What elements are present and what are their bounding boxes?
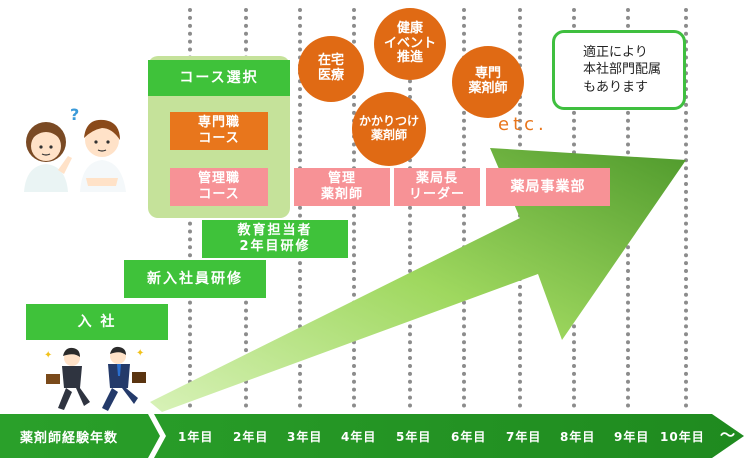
year-tick-label: 10年目 xyxy=(660,430,705,444)
year-tick-label: 5年目 xyxy=(396,430,432,444)
svg-text:✦: ✦ xyxy=(44,350,52,361)
continuation-tilde: 〜 xyxy=(720,426,736,444)
year-tick-label: 2年目 xyxy=(233,430,269,444)
running-businesspeople-illustration: ✦ ✦ xyxy=(44,346,146,411)
course-select-box: コース選択 xyxy=(148,60,290,96)
new-employee-training-box: 新入社員研修 xyxy=(124,260,266,298)
year-tick-label: 3年目 xyxy=(287,430,323,444)
health-event-circle: 健康 イベント 推進 xyxy=(374,8,446,80)
specialist-pharmacist-circle: 専門 薬剤師 xyxy=(452,46,524,118)
manager-pharmacist-box: 管理 薬剤師 xyxy=(294,168,390,206)
pharmacy-division-box: 薬局事業部 xyxy=(486,168,610,206)
year-guide-line xyxy=(352,8,356,408)
manager-course-box: 管理職 コース xyxy=(170,168,268,206)
svg-text:✦: ✦ xyxy=(136,348,144,359)
year-guide-line xyxy=(684,8,688,408)
specialist-course-box: 専門職 コース xyxy=(170,112,268,150)
year-guide-line xyxy=(408,8,412,408)
thinking-people-illustration: ? xyxy=(24,105,126,192)
year-guide-line xyxy=(298,8,302,408)
home-care-circle: 在宅 医療 xyxy=(298,36,364,102)
year-tick-label: 4年目 xyxy=(341,430,377,444)
education-training-box: 教育担当者 2年目研修 xyxy=(202,220,348,258)
year-tick-label: 9年目 xyxy=(614,430,650,444)
year-tick-label: 6年目 xyxy=(451,430,487,444)
year-tick-label: 7年目 xyxy=(506,430,542,444)
family-pharmacist-circle: かかりつけ 薬剤師 xyxy=(352,92,426,166)
etc-label: etc. xyxy=(498,114,548,135)
year-tick-label: 8年目 xyxy=(560,430,596,444)
experience-axis-arrow xyxy=(0,414,744,458)
joining-box: 入 社 xyxy=(26,304,168,340)
experience-years-label: 薬剤師経験年数 xyxy=(20,431,119,446)
note-box: 適正により 本社部門配属 もあります xyxy=(552,30,686,110)
year-guide-line xyxy=(462,8,466,408)
year-tick-label: 1年目 xyxy=(178,430,214,444)
question-mark-icon: ? xyxy=(70,105,79,124)
pharmacy-leader-box: 薬局長 リーダー xyxy=(394,168,480,206)
